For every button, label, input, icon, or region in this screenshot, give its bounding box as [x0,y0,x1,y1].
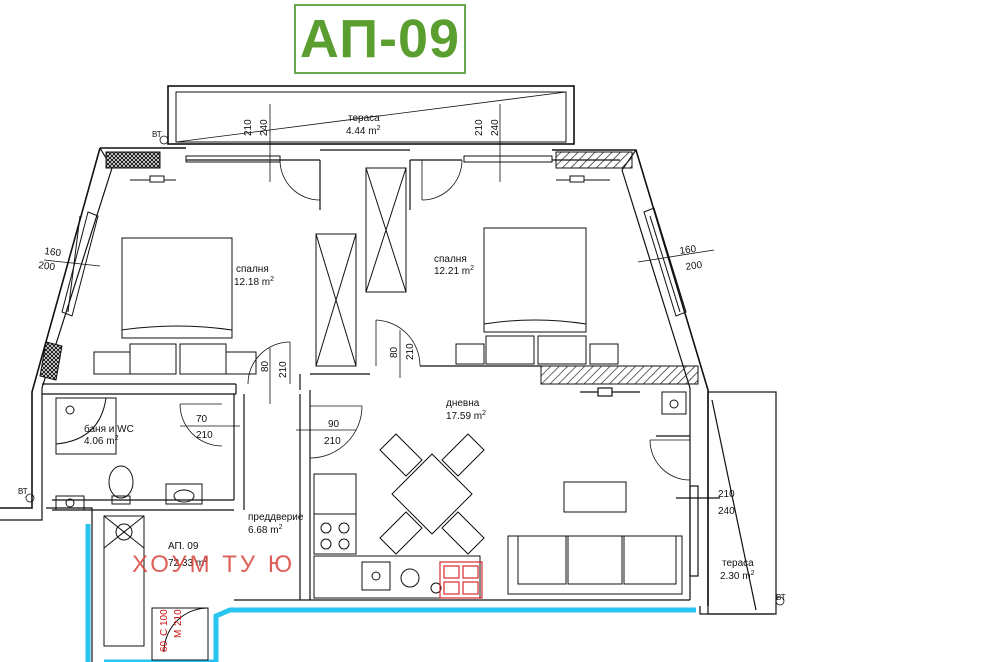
dim-window-left-bottom: 200 [38,260,56,273]
room-area-bathroom: 4.06 m2 [84,435,119,447]
wardrobes [315,167,407,367]
shaft-label-210: 210 [173,609,184,626]
windows [61,155,687,317]
room-name-bedroom-left: спалня [236,264,269,275]
room-area-right-terrace: 2.30 m2 [720,570,755,582]
dim-door-entry-width: 90 [328,419,340,430]
hatched-walls [39,151,699,385]
dim-door-bedroom-width: 80 [260,360,271,372]
dim-window-left-top: 160 [44,246,62,259]
watermark: ХОУМ ТУ Ю [132,551,295,578]
room-name-top-terrace: тераса [348,113,380,124]
dim-door-bath-width: 70 [196,414,208,425]
dim-window-right-top: 160 [679,244,697,257]
bt-label-left: ВТ [18,487,28,496]
room-name-hall: преддверие [248,512,304,523]
dining-table [379,433,485,555]
bed-right [455,227,619,365]
room-area-living: 17.59 m2 [446,410,486,422]
room-area-top-terrace: 4.44 m2 [346,125,381,137]
dim-door-terrace-height: 210 [718,489,735,500]
room-name-bathroom: баня и WC [84,423,134,435]
service-shaft [85,524,696,662]
apartment-area: 72.33 m2 [168,557,208,569]
room-name-living: дневна [446,398,480,409]
apartment-title-box: АП-09 [294,4,466,74]
room-area-bedroom-right: 12.21 m2 [434,265,474,277]
dim-door-entry-height: 210 [324,436,341,447]
labels: тераса 4.44 m2 спалня 12.18 m2 спалня 12… [18,113,786,652]
shaft-label-m: М [173,630,184,638]
room-name-right-terrace: тераса [722,558,754,569]
dim-door-bath-height: 210 [196,430,213,441]
dim-door-top-left-height: 210 [243,119,254,136]
shaft-label-60: 60 [159,640,170,652]
sofa [507,481,683,595]
kitchen [313,473,481,599]
dim-door-living-height: 210 [405,343,416,360]
dim-door-top-right-height: 210 [474,119,485,136]
dim-door-bedroom-height: 210 [278,361,289,378]
bathroom-fixtures [55,391,687,511]
dim-door-living-width: 80 [389,346,400,358]
room-name-bedroom-right: спалня [434,254,467,265]
apartment-title: АП-09 [299,9,461,69]
apartment-label: АП. 09 [168,541,199,552]
top-terrace [167,85,575,145]
bt-label-top: ВТ [152,130,162,139]
dim-door-top-left-width: 240 [259,119,270,136]
dimension-lines [43,104,715,431]
right-terrace [580,387,777,615]
bed-left [93,237,257,375]
dim-door-top-right-width: 240 [490,119,501,136]
bt-label-right: ВТ [776,593,786,602]
shaft-label-c: С [159,629,170,636]
dim-door-terrace-width: 240 [718,506,735,517]
bt-markers [25,135,785,606]
dim-window-right-bottom: 200 [685,260,703,273]
shaft-label-100: 100 [159,609,170,626]
stove [439,561,483,599]
doors [179,159,691,481]
room-area-bedroom-left: 12.18 m2 [234,276,274,288]
riser [103,515,209,661]
room-area-hall: 6.68 m2 [248,524,283,536]
